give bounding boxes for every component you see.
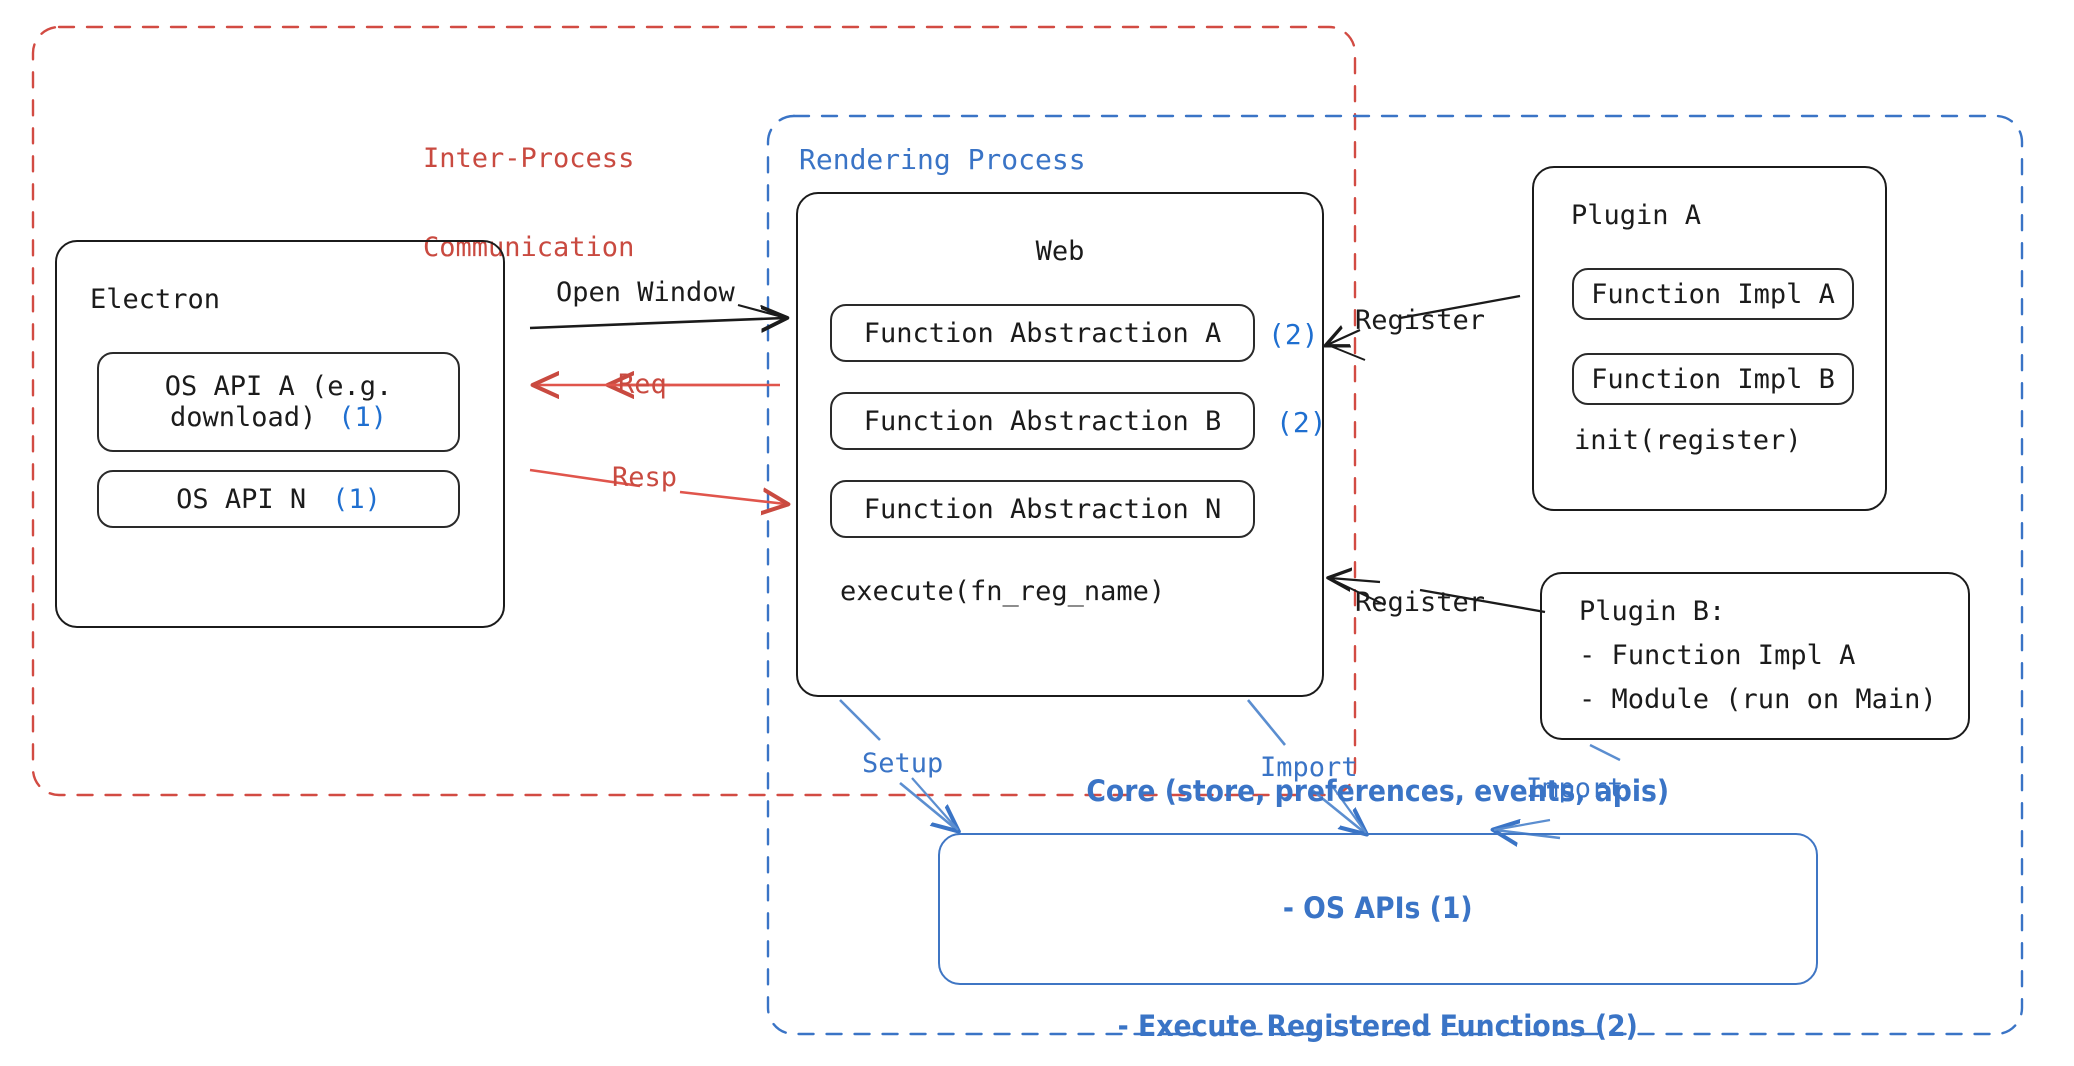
ipc-label-line-2: Communication xyxy=(423,232,635,264)
function-abstraction-b-box[interactable]: Function Abstraction B xyxy=(830,392,1255,450)
core-box[interactable]: Core (store, preferences, events, apis) … xyxy=(938,774,1818,1043)
function-abstraction-n-label: Function Abstraction N xyxy=(863,493,1222,525)
rendering-process-label: Rendering Process xyxy=(799,143,1086,176)
plugin-a-function-impl-b-label: Function Impl B xyxy=(1591,363,1835,395)
setup-arrow-label: Setup xyxy=(862,748,944,779)
open-window-arrow-label: Open Window xyxy=(556,277,735,308)
web-execute-label: execute(fn_reg_name) xyxy=(840,576,1166,607)
plugin-b-box[interactable]: Plugin B: - Function Impl A - Module (ru… xyxy=(1540,572,1970,740)
os-api-n-label: OS API N xyxy=(176,483,307,515)
plugin-a-box[interactable]: Plugin A Function Impl A Function Impl B… xyxy=(1532,166,1887,511)
core-line-2: - OS APIs (1) xyxy=(1283,891,1473,926)
register-plugin-a-label: Register xyxy=(1355,305,1486,336)
os-api-a-badge: (1) xyxy=(338,402,388,433)
req-arrow-label: Req xyxy=(618,369,667,400)
function-abstraction-a-label: Function Abstraction A xyxy=(863,317,1222,349)
os-api-a-box[interactable]: OS API A (e.g. download) (1) xyxy=(97,352,460,452)
register-plugin-b-label: Register xyxy=(1355,587,1486,618)
os-api-n-box[interactable]: OS API N (1) xyxy=(97,470,460,528)
os-api-n-badge: (1) xyxy=(332,483,381,515)
plugin-b-item-1: - Module (run on Main) xyxy=(1579,684,1937,715)
web-box[interactable]: Web Function Abstraction A (2) Function … xyxy=(796,192,1327,697)
function-abstraction-a-badge: (2) xyxy=(1268,318,1319,351)
os-api-a-label-line-1: OS API A (e.g. xyxy=(164,371,393,402)
core-line-1: Core (store, preferences, events, apis) xyxy=(1086,774,1670,809)
resp-arrow-label: Resp xyxy=(612,462,678,493)
function-abstraction-b-label: Function Abstraction B xyxy=(863,405,1222,437)
import-web-arrow-label: Import xyxy=(1260,752,1358,783)
plugin-a-init-label: init(register) xyxy=(1574,425,1802,456)
plugin-a-function-impl-a-label: Function Impl A xyxy=(1591,278,1835,310)
function-abstraction-n-box[interactable]: Function Abstraction N xyxy=(830,480,1255,538)
function-abstraction-b-badge: (2) xyxy=(1276,406,1327,439)
ipc-label-line-1: Inter-Process xyxy=(423,143,635,175)
plugin-a-title: Plugin A xyxy=(1571,200,1702,231)
core-text-block: Core (store, preferences, events, apis) … xyxy=(1087,694,1670,1066)
plugin-a-function-impl-b-box[interactable]: Function Impl B xyxy=(1572,353,1854,405)
electron-box[interactable]: Electron OS API A (e.g. download) (1) OS… xyxy=(55,240,505,628)
electron-title: Electron xyxy=(90,284,221,315)
function-abstraction-a-box[interactable]: Function Abstraction A xyxy=(830,304,1255,362)
plugin-b-item-0: - Function Impl A xyxy=(1579,640,1856,671)
plugin-b-title: Plugin B: xyxy=(1579,596,1726,627)
import-plugin-b-arrow-label: Import xyxy=(1526,773,1624,804)
core-line-3: - Execute Registered Functions (2) xyxy=(1117,1008,1639,1043)
plugin-a-function-impl-a-box[interactable]: Function Impl A xyxy=(1572,268,1854,320)
ipc-container-label: Inter-Process Communication xyxy=(423,85,753,323)
os-api-a-label-line-2: download) xyxy=(169,402,317,433)
web-title: Web xyxy=(1035,236,1085,267)
